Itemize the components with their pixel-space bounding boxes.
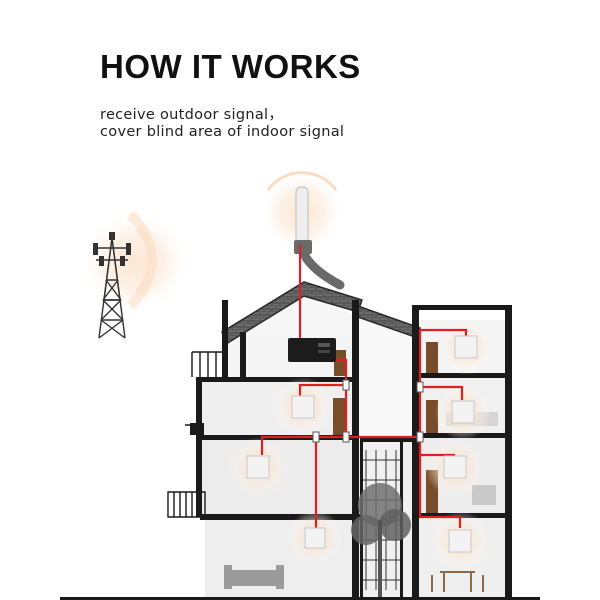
tree-icon — [351, 483, 411, 598]
page-title: HOW IT WORKS — [100, 48, 361, 85]
indoor-antenna-icon — [454, 335, 478, 359]
indoor-antenna-icon — [448, 529, 472, 553]
cabinet — [472, 485, 496, 505]
subtitle-line-2: cover blind area of indoor signal — [100, 124, 345, 140]
signal-booster-icon — [288, 338, 336, 362]
outdoor-antenna-icon — [260, 170, 345, 290]
cable-splitters — [312, 379, 424, 443]
indoor-antenna-icon — [246, 455, 270, 479]
indoor-antenna-icon — [304, 527, 326, 549]
indoor-antennas — [246, 335, 478, 553]
indoor-antenna-icon — [451, 400, 475, 424]
indoor-antenna-icon — [443, 455, 467, 479]
cell-tower-icon — [80, 210, 190, 339]
sofa-icon — [224, 565, 284, 589]
dining-set-icon — [431, 571, 484, 592]
indoor-antenna-icon — [291, 395, 315, 419]
subtitle-line-1: receive outdoor signal， — [100, 107, 284, 123]
